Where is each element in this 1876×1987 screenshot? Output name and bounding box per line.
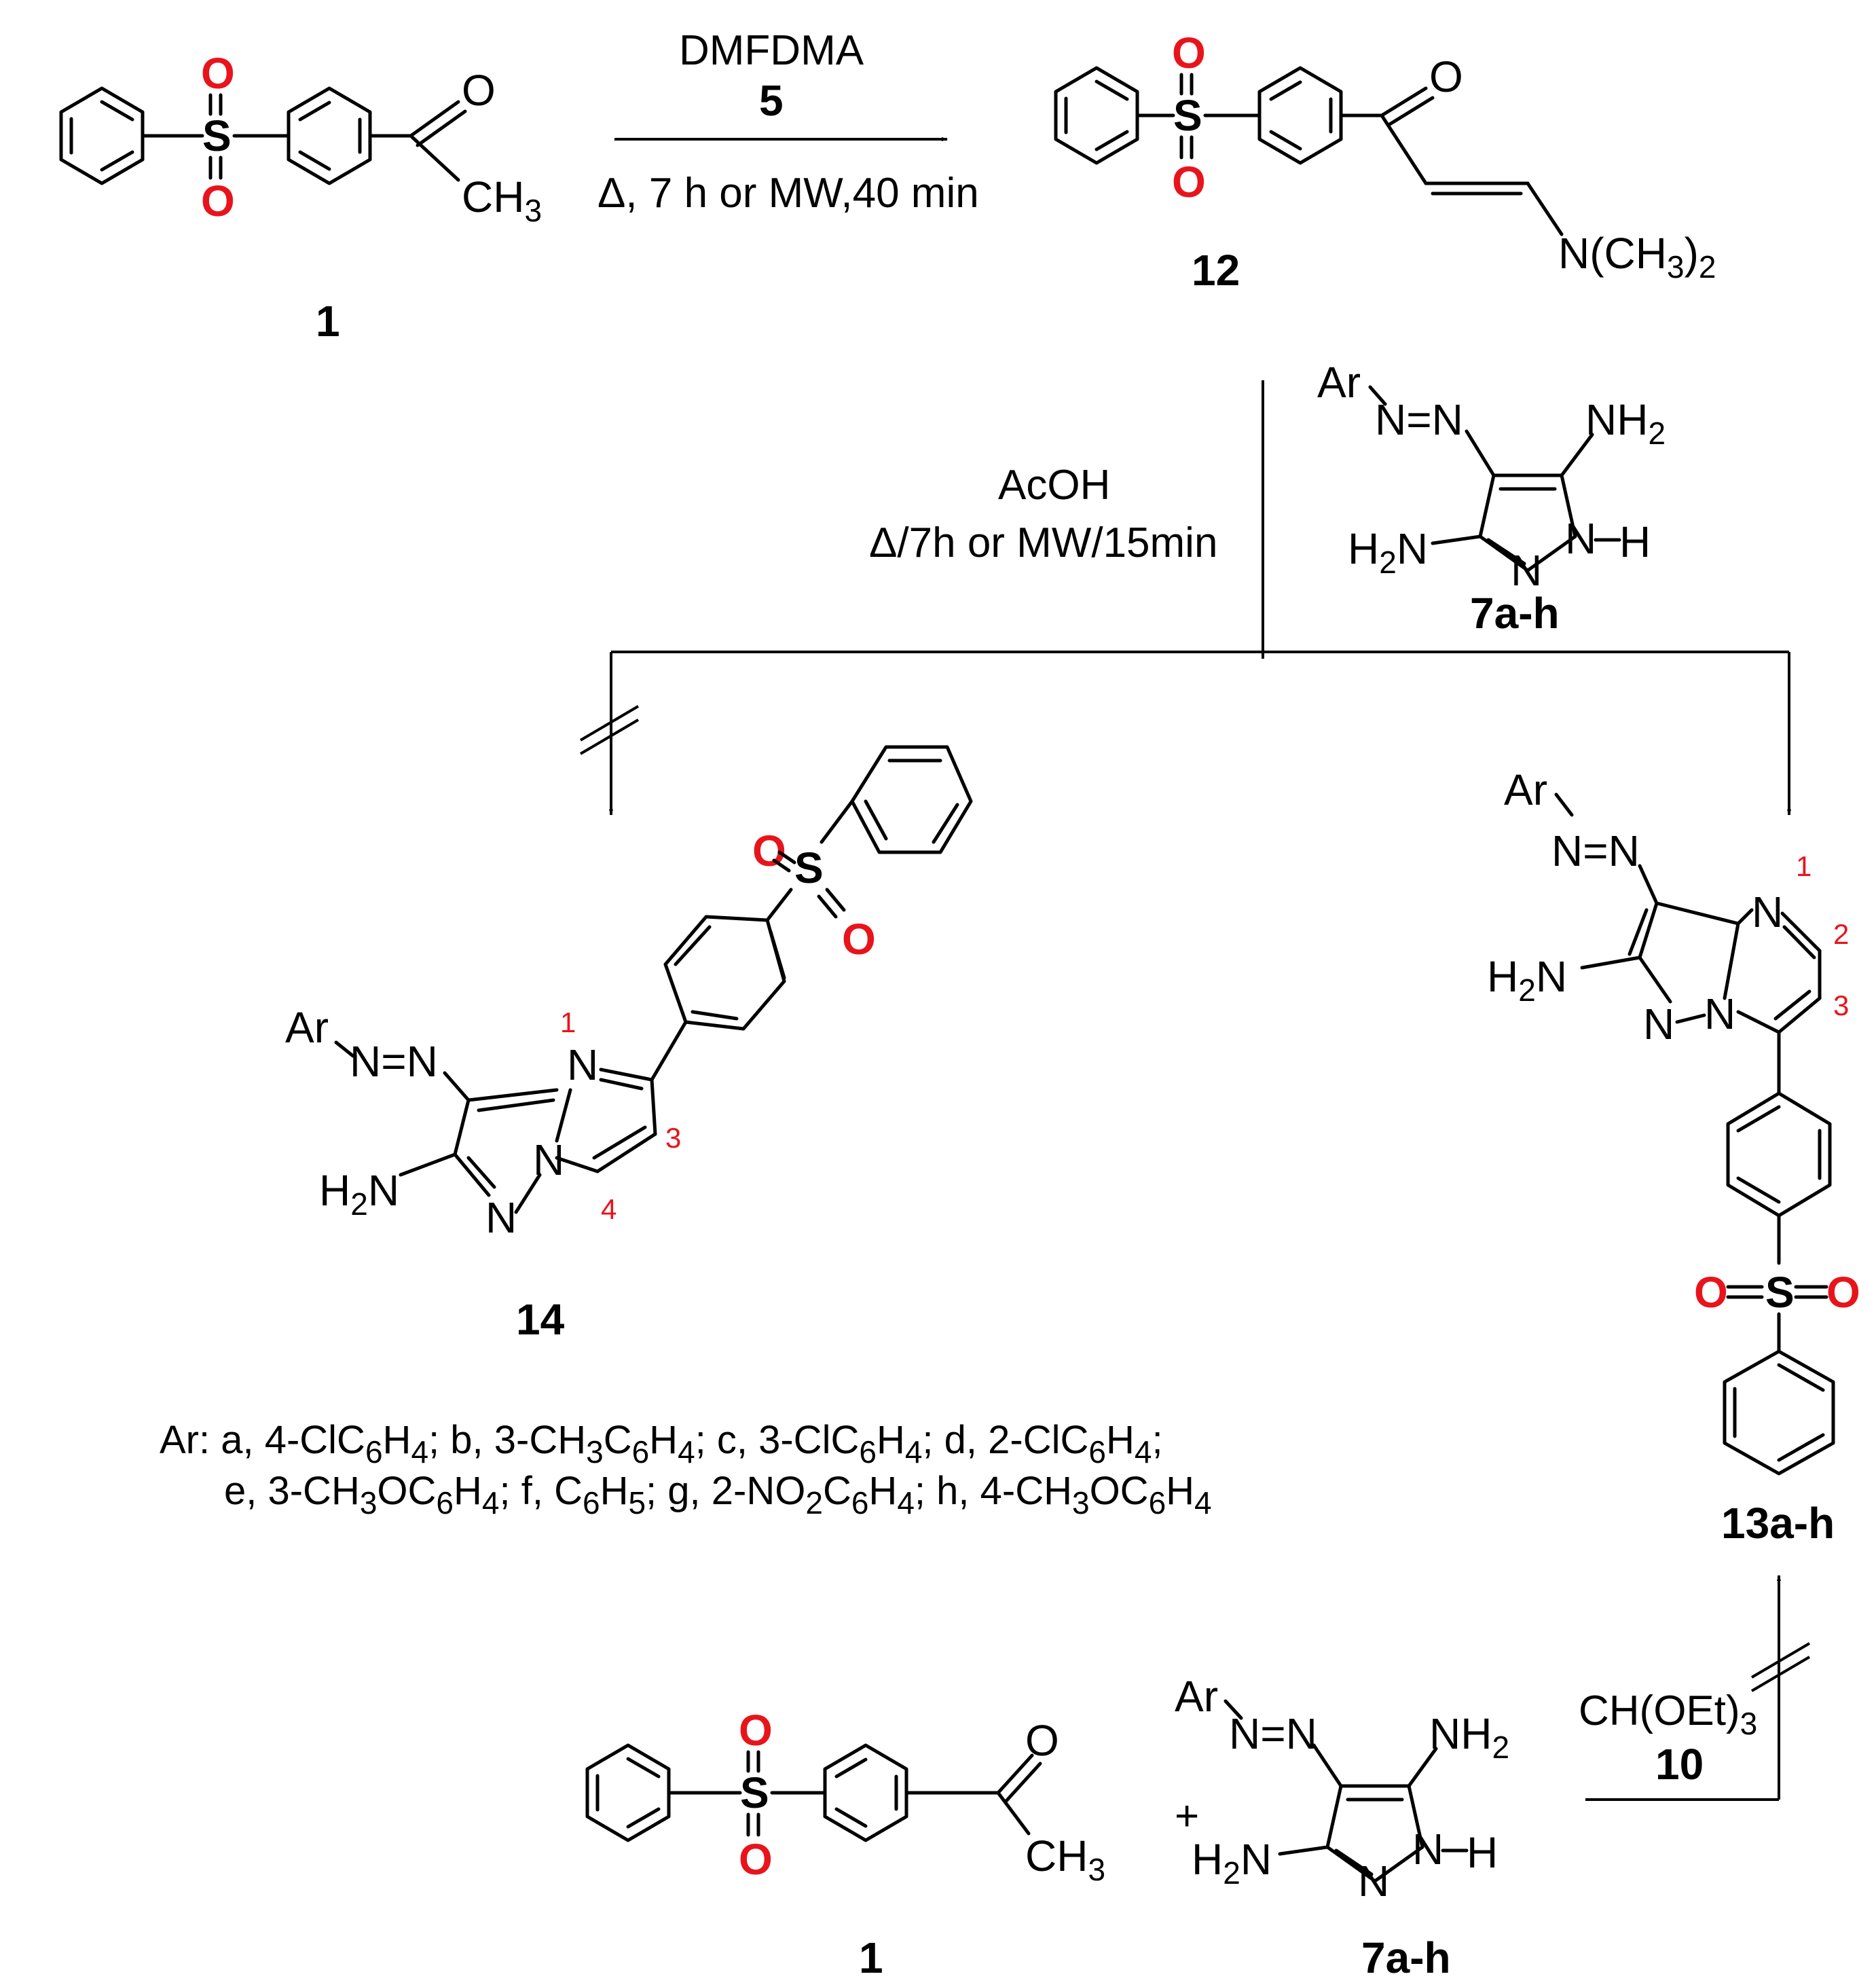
arrow-step-3 [1585, 1575, 1811, 1801]
svg-text:N: N [567, 1040, 598, 1089]
compound-label-1: 1 [316, 297, 340, 346]
condition-step-2: Δ/7h or MW/15min [869, 519, 1217, 566]
svg-text:4: 4 [601, 1193, 617, 1225]
svg-text:H2N: H2N [1348, 524, 1428, 580]
oxygen-atom-carbonyl: O [462, 66, 496, 115]
compound-label-7-top: 7a-h [1470, 589, 1560, 638]
sulfur-atom: S [1765, 1268, 1795, 1317]
oxygen-atom: O [1826, 1268, 1860, 1317]
svg-text:H2N: H2N [1192, 1835, 1272, 1891]
reagent-dmfdma: DMFDMA [679, 27, 864, 74]
oxygen-atom: O [201, 177, 235, 225]
sulfur-atom: S [794, 843, 824, 892]
methyl-group: CH3 [1025, 1831, 1105, 1887]
reagent-number-10: 10 [1655, 1740, 1704, 1789]
svg-text:1: 1 [560, 1006, 576, 1038]
reagent-triethyl-orthoformate: CH(OEt)3 [1579, 1688, 1757, 1741]
condition-step-1: Δ, 7 h or MW,40 min [597, 170, 979, 217]
azo-group: N=N [1551, 826, 1640, 875]
svg-text:N: N [1511, 546, 1542, 595]
oxygen-atom: O [1172, 29, 1206, 77]
compound-1-bottom: S O O O CH3 [585, 1706, 1105, 1887]
svg-text:N: N [485, 1193, 517, 1242]
svg-text:3: 3 [665, 1122, 681, 1154]
compound-1-top: S O O O CH3 [59, 49, 542, 228]
oxygen-atom: O [1694, 1268, 1728, 1317]
svg-text:N: N [1412, 1825, 1443, 1874]
ar-substituents-line-1: Ar: a, 4-ClC6H4; b, 3-CH3C6H4; c, 3-ClC6… [160, 1418, 1163, 1470]
compound-14: S O O N 1 3 4 N N H2N [285, 745, 973, 1242]
svg-text:N: N [1752, 888, 1783, 936]
svg-text:N: N [1358, 1857, 1389, 1906]
compound-label-14: 14 [516, 1295, 565, 1344]
plus-sign: + [1175, 1793, 1199, 1840]
svg-text:H2N: H2N [1487, 952, 1567, 1008]
svg-text:Ar: Ar [1317, 358, 1361, 407]
sulfur-atom: S [1173, 91, 1202, 140]
compound-7-bottom: Ar N=N NH2 N H N H2N [1175, 1672, 1509, 1906]
svg-text:2: 2 [1833, 918, 1849, 950]
svg-text:H: H [1467, 1828, 1498, 1877]
oxygen-atom: O [739, 1835, 773, 1884]
methyl-group: CH3 [462, 172, 542, 228]
oxygen-atom: O [752, 826, 786, 875]
svg-text:Ar: Ar [1504, 765, 1547, 814]
svg-text:NH2: NH2 [1429, 1709, 1509, 1765]
svg-text:N: N [1704, 989, 1735, 1038]
dimethylamino-group: N(CH3)2 [1558, 229, 1716, 285]
sulfur-atom: S [202, 111, 232, 160]
svg-text:Ar: Ar [1175, 1672, 1218, 1721]
reagent-number-5: 5 [759, 76, 784, 125]
oxygen-atom: O [842, 915, 876, 964]
svg-text:N: N [1643, 1000, 1674, 1049]
azo-group: N=N [1375, 395, 1463, 444]
svg-text:Ar: Ar [285, 1003, 329, 1052]
oxygen-atom-carbonyl: O [1025, 1716, 1059, 1765]
compound-12: S O O O N(CH3)2 [1054, 29, 1716, 285]
compound-label-1-bottom: 1 [859, 1933, 883, 1982]
compound-7-top: Ar N=N NH2 N H N H2N [1317, 358, 1666, 595]
arrow-step-2 [579, 380, 1792, 816]
sulfur-atom: S [740, 1768, 769, 1817]
oxygen-atom: O [1172, 158, 1206, 206]
compound-label-7-bottom: 7a-h [1361, 1933, 1451, 1982]
azo-group: N=N [1229, 1709, 1317, 1758]
compound-label-13: 13a-h [1721, 1499, 1835, 1548]
svg-text:NH2: NH2 [1585, 395, 1666, 451]
oxygen-atom: O [739, 1706, 773, 1755]
compound-label-12: 12 [1192, 246, 1240, 295]
oxygen-atom: O [201, 49, 235, 98]
reagent-acoh: AcOH [998, 462, 1110, 509]
ar-substituents-line-2: e, 3-CH3OC6H4; f, C6H5; g, 2-NO2C6H4; h,… [224, 1469, 1212, 1520]
svg-text:1: 1 [1796, 850, 1811, 882]
oxygen-atom-carbonyl: O [1429, 52, 1463, 101]
svg-text:H2N: H2N [319, 1166, 399, 1222]
svg-text:H: H [1619, 517, 1651, 566]
svg-text:N: N [1565, 514, 1596, 563]
svg-text:3: 3 [1833, 989, 1849, 1021]
compound-13: Ar N=N N N H2N N 1 2 3 S O O [1487, 765, 1860, 1476]
azo-group: N=N [350, 1037, 438, 1086]
